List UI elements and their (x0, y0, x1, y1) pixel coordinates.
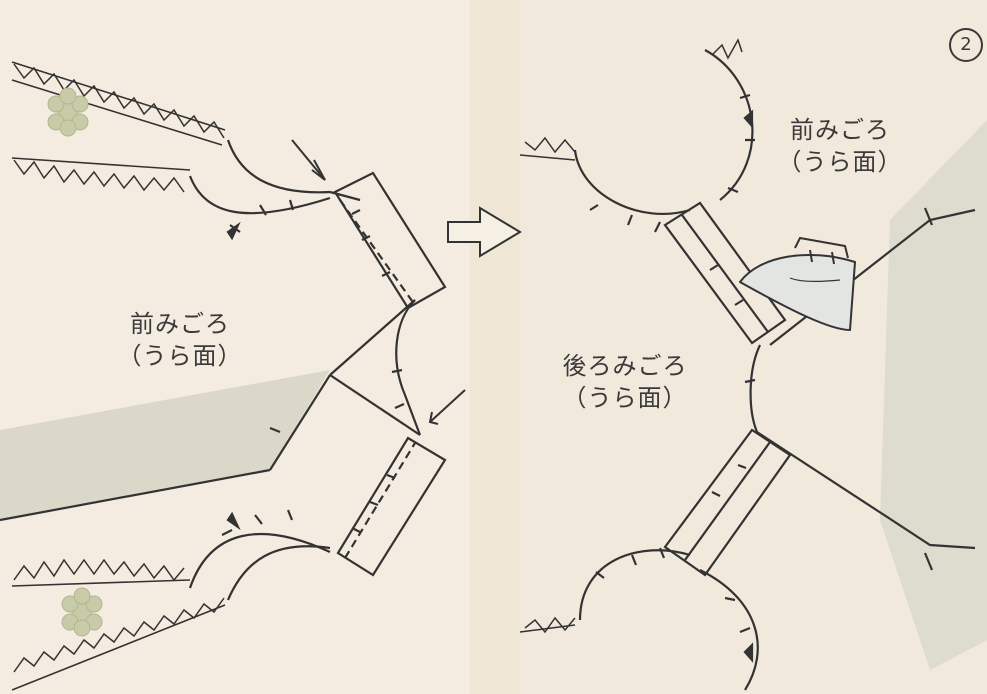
notch-left-top (226, 221, 241, 241)
left-body-hem (269, 374, 331, 471)
left-label-subtitle: （うら面） (117, 342, 243, 370)
left-strap-top (333, 171, 447, 310)
top-armhole-inner (188, 175, 331, 215)
right-neck-curve (749, 344, 761, 433)
right-bottom-sleeve-edge (519, 624, 576, 633)
left-front-bodice-label: 前みごろ （うら面） (110, 308, 250, 372)
left-body-side (0, 468, 271, 522)
left-label-title: 前みごろ (130, 310, 230, 338)
flower-icon (47, 87, 89, 137)
back-bodice-label: 後ろみごろ （うら面） (540, 350, 710, 414)
left-strap-top-seam (339, 199, 416, 306)
notch-right-top (743, 109, 754, 129)
notch-right-bottom (743, 642, 754, 663)
left-body-diagonal-top (329, 299, 416, 376)
right-strap-top (663, 201, 787, 345)
right-strap-bottom (663, 428, 792, 577)
top-armhole (226, 139, 331, 194)
right-top-armhole-lower (573, 149, 691, 215)
right-strap-top-line (681, 214, 769, 333)
back-label-subtitle: （うら面） (562, 384, 688, 412)
top-zigzag-lower (13, 159, 185, 193)
bottom-zigzag-lower (13, 597, 225, 673)
right-shadow-area (880, 120, 987, 670)
right-bottom-armhole-outer (699, 569, 759, 691)
right-shoulder-line-bottom (756, 431, 976, 550)
bottom-zigzag-upper (13, 558, 185, 582)
right-top-sleeve-edge (519, 154, 576, 161)
right-strap-bottom-line (684, 441, 771, 561)
arrow-icon (291, 139, 326, 181)
tick-marks-right (589, 93, 934, 634)
bottom-armhole (226, 545, 331, 601)
right-front-label-subtitle: （うら面） (777, 148, 903, 176)
right-bottom-sleeve-zigzag (524, 616, 576, 634)
step-number-badge: 2 (949, 28, 983, 62)
top-zigzag-band-upper (11, 61, 226, 131)
right-front-bodice-label: 前みごろ （うら面） (770, 114, 910, 178)
bottom-zigzag-band-edge (11, 579, 191, 587)
back-label-title: 後ろみごろ (562, 352, 688, 380)
notch-left-bottom (226, 511, 241, 531)
top-zigzag-band-upper-edge (11, 79, 223, 146)
bottom-armhole-inner (188, 532, 331, 589)
right-front-label-title: 前みごろ (790, 116, 890, 144)
left-body-diagonal-bottom (329, 374, 421, 436)
left-front-bodice (0, 61, 447, 691)
right-bottom-armhole (578, 549, 691, 621)
right-top-zigzag (711, 38, 743, 60)
left-strap-bottom (336, 436, 447, 577)
bottom-zigzag-band-lower-edge (11, 604, 226, 691)
top-zigzag-band-lower (11, 157, 191, 171)
flower-icon (61, 587, 103, 637)
left-shadow-area (0, 370, 330, 520)
iron-icon (739, 237, 856, 331)
right-arrow-icon (447, 206, 522, 258)
right-top-sleeve-zigzag (524, 136, 576, 154)
top-zigzag-upper (13, 63, 225, 139)
arrow-icon (428, 389, 466, 425)
left-strap-bottom-seam (344, 442, 416, 559)
